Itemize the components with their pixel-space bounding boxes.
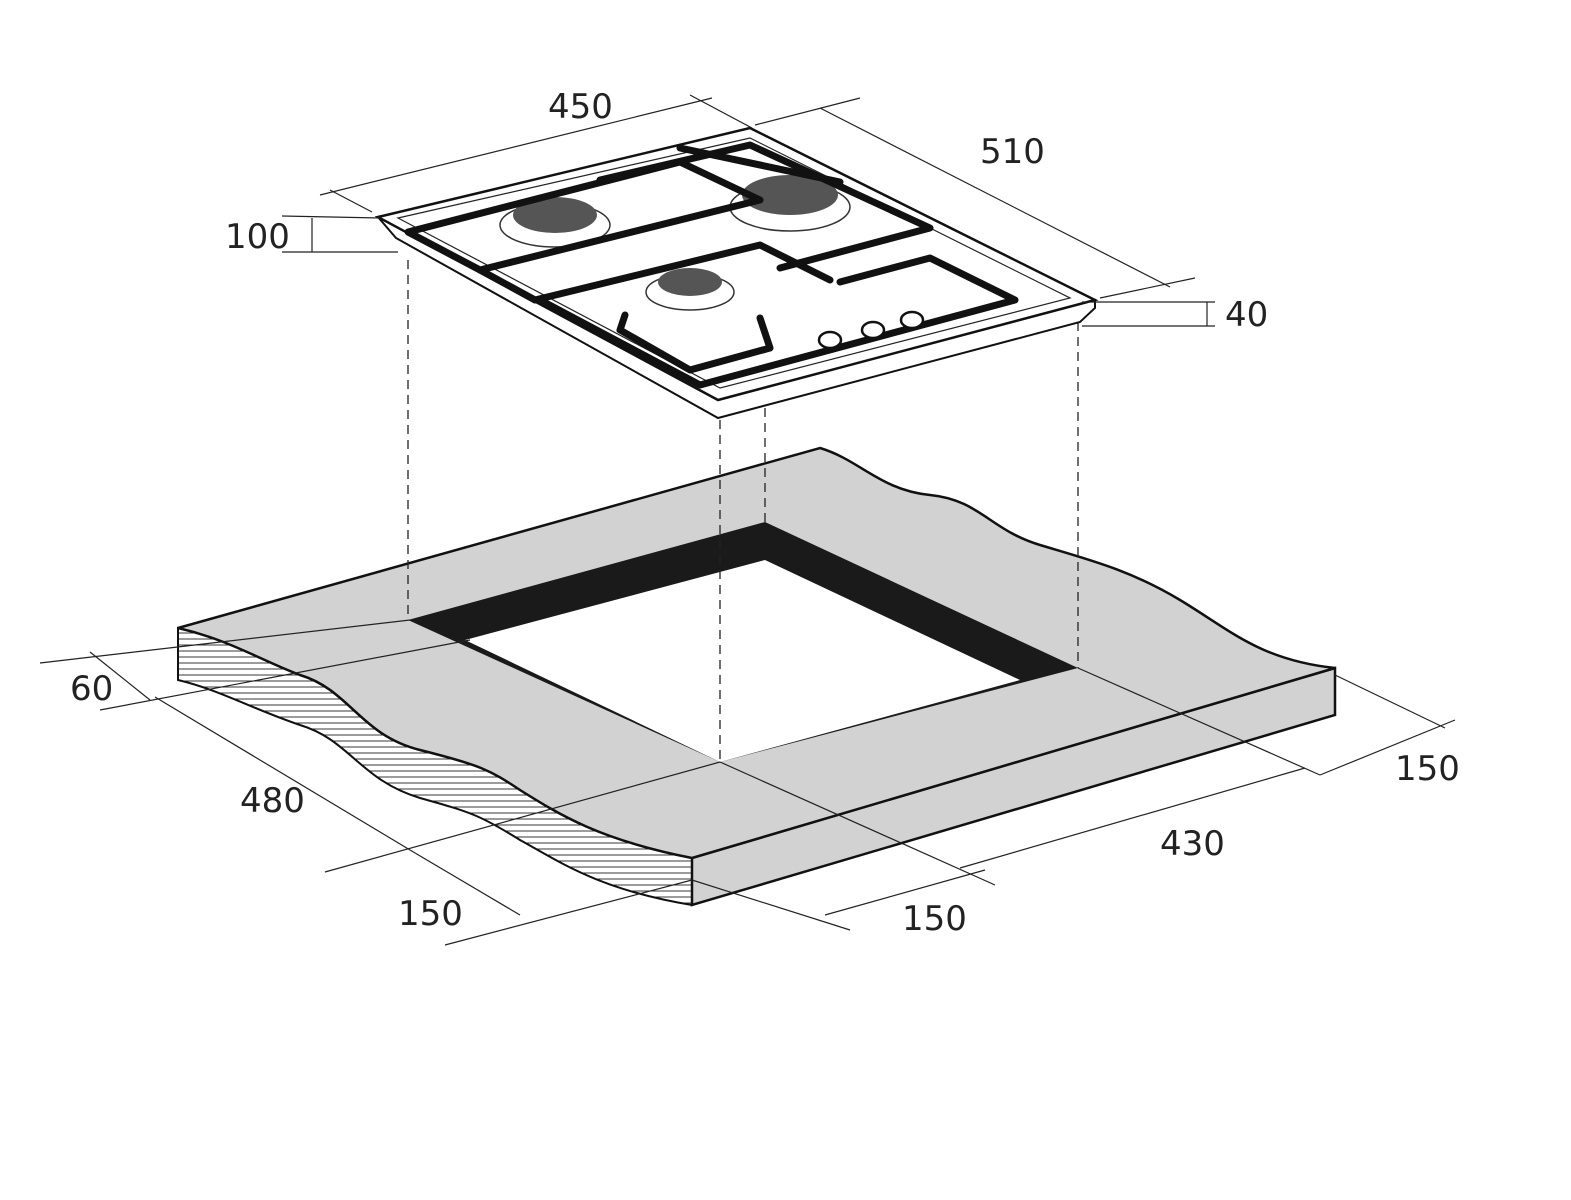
cutout-opening xyxy=(465,560,1020,762)
label-hob-depth: 510 xyxy=(980,132,1045,172)
burner-1 xyxy=(499,197,611,248)
label-hob-height: 100 xyxy=(225,217,290,257)
label-cutout-depth: 480 xyxy=(240,781,305,821)
dimension-lines xyxy=(39,94,1456,946)
worktop xyxy=(177,446,1337,907)
label-front-gap-left: 150 xyxy=(398,894,463,934)
knob-3 xyxy=(899,310,925,330)
burner-3 xyxy=(645,268,735,311)
pan-supports xyxy=(404,141,1019,389)
label-front-gap-right: 150 xyxy=(902,899,967,939)
dimension-labels: 450 510 100 40 60 480 150 150 430 150 xyxy=(70,87,1460,939)
label-hob-side-height: 40 xyxy=(1225,295,1268,335)
label-side-gap: 150 xyxy=(1395,749,1460,789)
label-back-gap: 60 xyxy=(70,669,113,709)
label-cutout-width: 430 xyxy=(1160,824,1225,864)
gas-hob xyxy=(374,126,1099,420)
label-hob-width: 450 xyxy=(548,87,613,127)
control-knobs xyxy=(817,310,925,350)
projection-lines xyxy=(407,260,1079,762)
knob-1 xyxy=(817,330,843,350)
knob-2 xyxy=(860,320,886,340)
